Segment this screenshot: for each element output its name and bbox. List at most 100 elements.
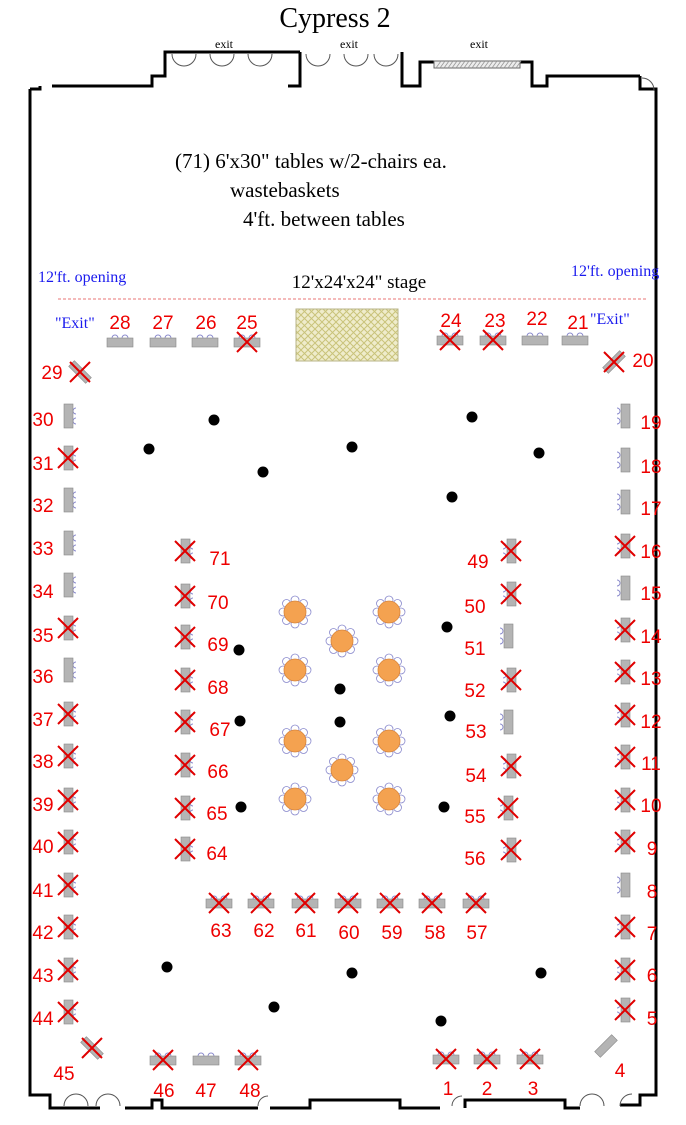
table-61: 61 xyxy=(291,892,319,942)
table-44: 44 xyxy=(32,999,79,1030)
table-number: 71 xyxy=(209,549,230,570)
table-64: 64 xyxy=(174,836,228,865)
table-number: 18 xyxy=(640,457,661,478)
removed-mark xyxy=(614,789,636,811)
table-50: 50 xyxy=(464,581,522,618)
round-table xyxy=(278,653,312,687)
wastebasket xyxy=(334,683,346,695)
removed-mark xyxy=(614,535,636,557)
removed-mark xyxy=(500,583,522,605)
table-49: 49 xyxy=(467,538,522,573)
table-number: 45 xyxy=(53,1064,74,1085)
removed-mark xyxy=(174,711,196,733)
table-number: 13 xyxy=(640,669,661,690)
table-57: 57 xyxy=(462,892,490,944)
exit-hatch xyxy=(433,60,522,69)
table-number: 69 xyxy=(207,635,228,656)
stage xyxy=(295,308,399,362)
removed-mark xyxy=(57,703,79,725)
wastebasket xyxy=(235,801,247,813)
table-number: 46 xyxy=(153,1081,174,1102)
removed-mark xyxy=(519,1048,541,1070)
table-53: 53 xyxy=(465,709,514,743)
table-number: 57 xyxy=(466,923,487,944)
table-number: 29 xyxy=(41,363,62,384)
table-37: 37 xyxy=(32,701,79,731)
table-number: 53 xyxy=(465,722,486,743)
table-number: 11 xyxy=(641,754,661,775)
removed-mark xyxy=(152,1049,174,1071)
round-table xyxy=(278,595,312,629)
removed-mark xyxy=(237,1049,259,1071)
table-9: 9 xyxy=(614,829,658,860)
table-19: 19 xyxy=(616,403,662,434)
room-walls xyxy=(28,50,658,1110)
removed-mark xyxy=(174,797,196,819)
table-4: 4 xyxy=(594,1034,626,1082)
table-13: 13 xyxy=(614,659,662,690)
table-number: 59 xyxy=(381,923,402,944)
wastebasket xyxy=(334,716,346,728)
note-spacing: 4'ft. between tables xyxy=(243,207,405,231)
table-7: 7 xyxy=(614,914,657,945)
table-12: 12 xyxy=(614,702,662,733)
table-number: 9 xyxy=(647,839,658,860)
table-number: 3 xyxy=(528,1079,539,1100)
removed-mark xyxy=(250,892,272,914)
table-11: 11 xyxy=(614,744,661,775)
table-22: 22 xyxy=(521,309,549,346)
table-14: 14 xyxy=(614,617,662,648)
table-number: 42 xyxy=(32,923,53,944)
table-46: 46 xyxy=(149,1049,177,1102)
table-number: 50 xyxy=(464,597,485,618)
removed-mark xyxy=(421,892,443,914)
table-62: 62 xyxy=(247,892,275,942)
removed-mark xyxy=(57,959,79,981)
table-69: 69 xyxy=(174,624,229,656)
removed-mark xyxy=(57,789,79,811)
removed-mark xyxy=(603,351,625,373)
table-number: 61 xyxy=(295,921,316,942)
removed-mark xyxy=(57,745,79,767)
table-15: 15 xyxy=(616,575,662,605)
table-number: 64 xyxy=(206,844,228,865)
table-number: 48 xyxy=(239,1081,260,1102)
table-17: 17 xyxy=(616,489,662,520)
table-number: 68 xyxy=(207,678,228,699)
table-number: 5 xyxy=(647,1009,658,1030)
removed-mark xyxy=(379,892,401,914)
table-30: 30 xyxy=(32,403,77,431)
wastebasket xyxy=(438,801,450,813)
wastebasket xyxy=(441,621,453,633)
table-number: 40 xyxy=(32,837,53,858)
table-39: 39 xyxy=(32,787,79,816)
table-6: 6 xyxy=(614,957,657,987)
removed-mark xyxy=(500,755,522,777)
round-table xyxy=(278,782,312,816)
table-70: 70 xyxy=(174,583,229,614)
note-tables: (71) 6'x30" tables w/2-chairs ea. xyxy=(175,149,447,173)
table-number: 2 xyxy=(482,1079,493,1100)
removed-mark xyxy=(439,329,461,351)
table-18: 18 xyxy=(616,447,662,478)
table-number: 14 xyxy=(640,627,662,648)
round-table xyxy=(372,653,406,687)
table-24: 24 xyxy=(436,311,464,351)
table-number: 12 xyxy=(640,712,661,733)
table-47: 47 xyxy=(192,1052,220,1102)
table-55: 55 xyxy=(464,795,519,828)
table-number: 51 xyxy=(464,639,485,660)
removed-mark xyxy=(57,916,79,938)
table-number: 4 xyxy=(615,1061,626,1082)
table-number: 52 xyxy=(464,681,485,702)
removed-mark xyxy=(57,617,79,639)
table-5: 5 xyxy=(614,997,658,1030)
page-title: Cypress 2 xyxy=(279,3,390,34)
wastebasket xyxy=(161,961,173,973)
removed-mark xyxy=(57,874,79,896)
table-10: 10 xyxy=(614,787,662,817)
table-number: 55 xyxy=(464,807,485,828)
table-59: 59 xyxy=(376,892,404,944)
table-number: 33 xyxy=(32,539,53,560)
